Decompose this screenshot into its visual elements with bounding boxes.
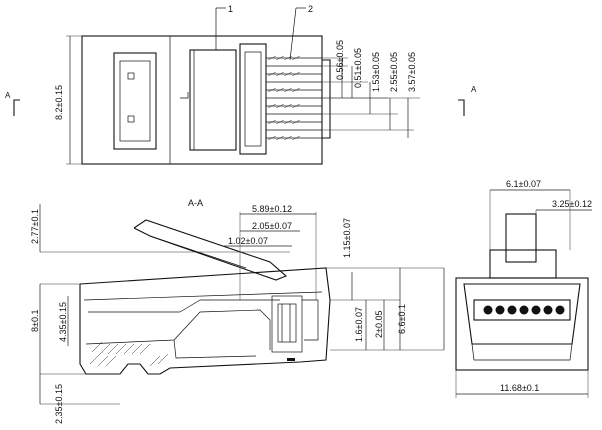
dim-left-inner: 4.35±0.15 — [58, 302, 68, 342]
dim-pitch-5: 3.57±0.05 — [407, 52, 417, 92]
section-mark-right: A — [471, 85, 477, 94]
dim-top-h3: 1.02±0.07 — [228, 236, 268, 246]
callout-1: 1 — [228, 4, 233, 14]
dim-top-v: 1.15±0.07 — [342, 218, 352, 258]
section-dimensions — [39, 204, 445, 404]
dim-front-bottom-width: 11.68±0.1 — [500, 383, 539, 393]
dim-right-v2: 2±0.05 — [374, 311, 384, 338]
section-mark-left: A — [5, 91, 11, 100]
dim-top-height: 8.2±0.15 — [54, 85, 64, 120]
dim-pitch-2: 0.51±0.05 — [353, 48, 363, 88]
section-hatching — [89, 341, 169, 367]
dim-top-h2: 2.05±0.07 — [252, 221, 292, 231]
section-label: A-A — [188, 198, 203, 208]
top-view — [13, 7, 465, 165]
dim-top-left: 2.77±0.1 — [30, 209, 40, 244]
section-view — [40, 212, 444, 405]
dim-right-v3: 6.6±0.1 — [397, 304, 407, 334]
dim-top-h1: 5.89±0.12 — [252, 204, 292, 214]
contact-pads — [483, 305, 565, 315]
dim-pitch-3: 1.53±0.05 — [371, 52, 381, 92]
dim-front-top-sub: 3.25±0.12 — [552, 199, 592, 209]
dim-right-v1: 1.6±0.07 — [354, 307, 364, 342]
dim-bottom-left: 2.35±0.15 — [54, 384, 64, 424]
contact-hatching — [267, 55, 301, 141]
dim-left-height: 8±0.1 — [30, 310, 40, 332]
dim-front-top-width: 6.1±0.07 — [506, 179, 541, 189]
callout-2: 2 — [308, 4, 313, 14]
front-view — [455, 189, 592, 398]
top-view-dimensions — [66, 35, 420, 165]
contact-lines — [266, 57, 322, 139]
dim-pitch-1: 0.56±0.05 — [335, 40, 345, 80]
dim-pitch-4: 2.55±0.05 — [389, 52, 399, 92]
